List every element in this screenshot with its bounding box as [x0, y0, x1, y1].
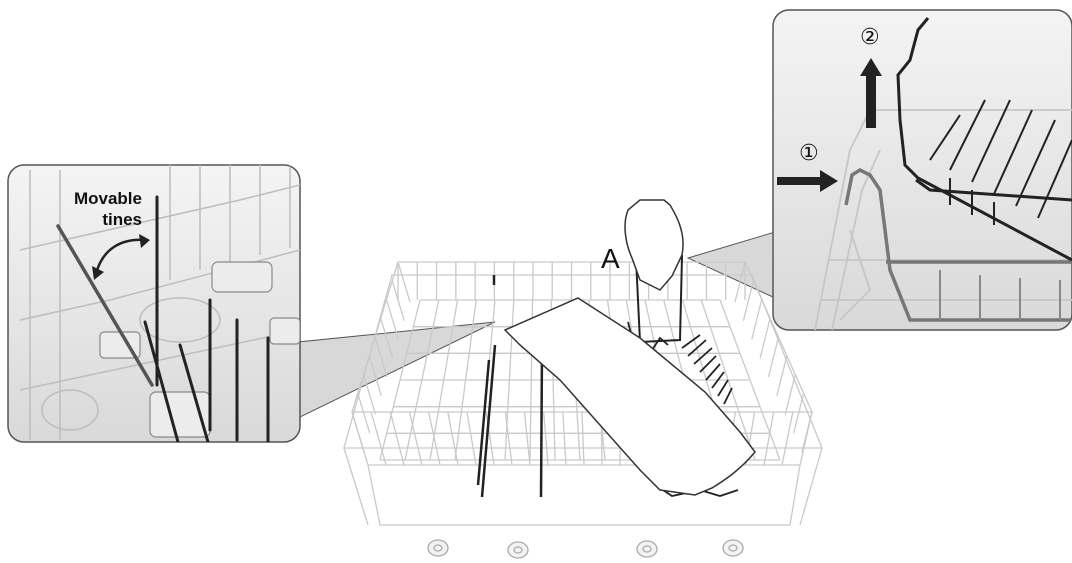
movable-tines-label-line1: Movable: [40, 188, 142, 209]
right-inset-panel: [773, 10, 1072, 330]
step-2-label: ②: [860, 25, 880, 50]
part-label-a: A: [601, 243, 620, 275]
movable-tines-label-line2: tines: [40, 209, 142, 230]
right-callout-connector: [688, 232, 775, 298]
rack-wheels: [428, 540, 743, 558]
left-callout-connector: [298, 322, 495, 418]
movable-tines-label: Movable tines: [40, 188, 142, 230]
step-1-label: ①: [799, 141, 819, 166]
